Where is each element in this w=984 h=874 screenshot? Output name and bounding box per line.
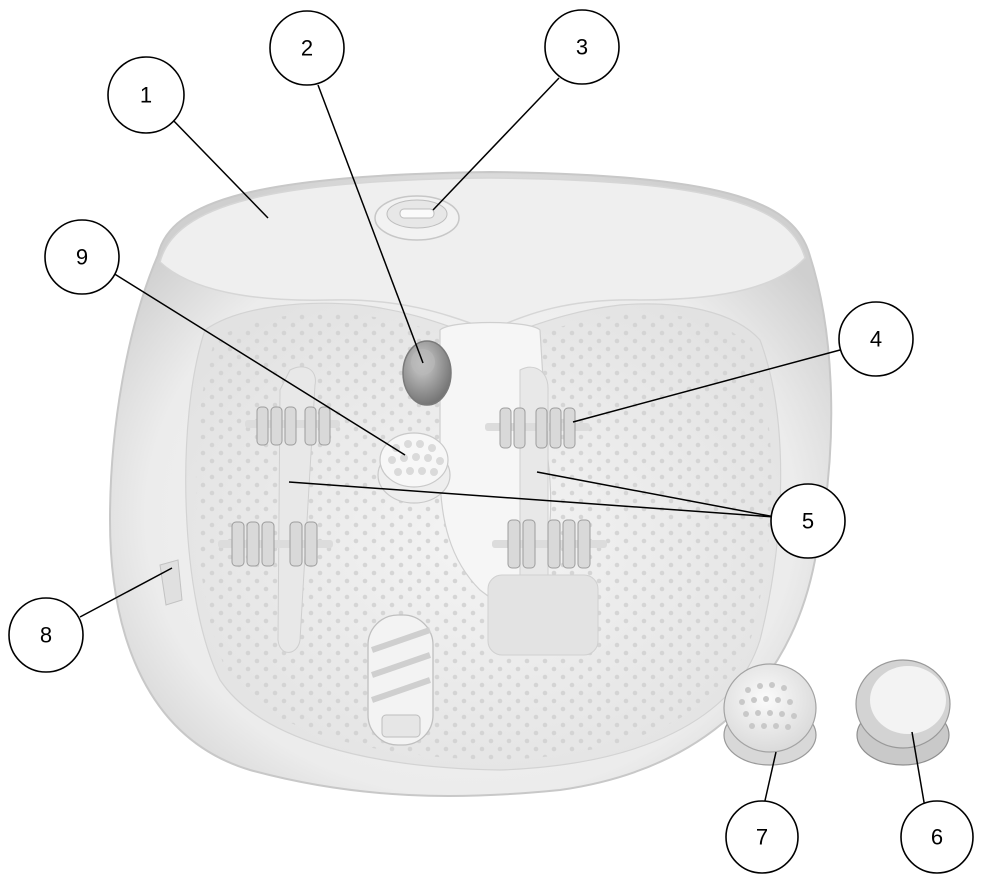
pumice-attachment	[856, 660, 950, 765]
foot-spa-basin	[110, 172, 831, 796]
callout-label-4: 4	[870, 327, 882, 352]
massage-roller-bottom-right	[492, 520, 607, 568]
callout-label-9: 9	[76, 245, 88, 270]
brush-attachment	[724, 664, 816, 765]
callout-label-6: 6	[931, 825, 943, 850]
callout-label-3: 3	[576, 35, 588, 60]
callout-label-1: 1	[140, 83, 152, 108]
callout-8: 8	[9, 598, 83, 672]
callout-6: 6	[901, 801, 973, 873]
callout-4: 4	[839, 302, 913, 376]
callout-label-5: 5	[802, 509, 814, 534]
pedicure-attachment-holder	[368, 615, 433, 745]
callout-3: 3	[545, 10, 619, 84]
indicator-light	[403, 341, 451, 405]
callout-2: 2	[270, 11, 344, 85]
control-knob	[375, 196, 459, 240]
callout-9: 9	[45, 220, 119, 294]
callout-label-7: 7	[756, 825, 768, 850]
callout-1: 1	[108, 57, 184, 133]
bubble-mat	[488, 575, 598, 655]
callout-label-2: 2	[301, 36, 313, 61]
massage-roller-top-left	[245, 407, 340, 445]
callout-5: 5	[771, 484, 845, 558]
massage-roller-top-right	[485, 408, 590, 448]
callout-7: 7	[726, 801, 798, 873]
callout-label-8: 8	[40, 623, 52, 648]
